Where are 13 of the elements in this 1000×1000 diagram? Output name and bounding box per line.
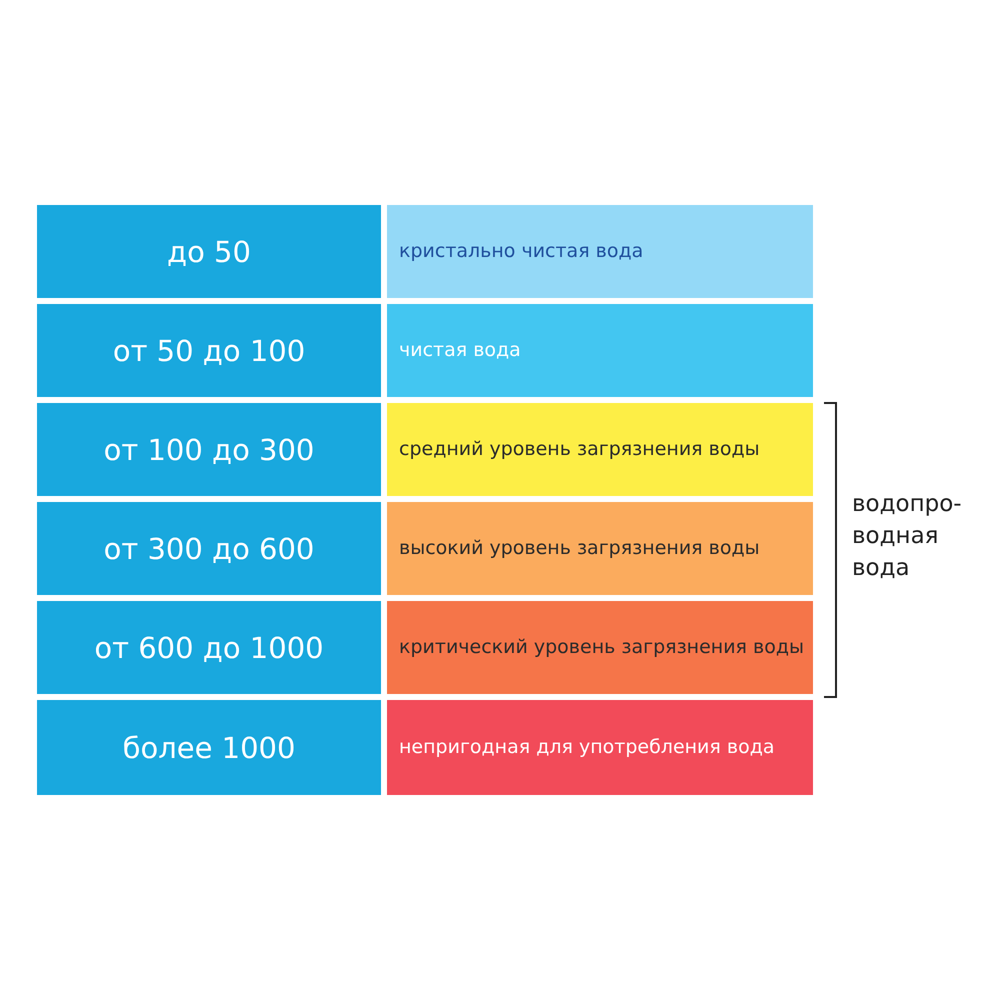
quality-cell: непригодная для употребления вода: [387, 700, 813, 795]
group-label: водопро-водная вода: [852, 490, 963, 584]
quality-cell: кристально чистая вода: [387, 205, 813, 298]
range-cell: от 50 до 100: [37, 304, 381, 397]
quality-cell: высокий уровень загрязнения воды: [387, 502, 813, 595]
range-cell: до 50: [37, 205, 381, 298]
range-cell: от 100 до 300: [37, 403, 381, 496]
quality-cell: критический уровень загрязнения воды: [387, 601, 813, 694]
range-cell: от 300 до 600: [37, 502, 381, 595]
range-cell: более 1000: [37, 700, 381, 795]
quality-cell: средний уровень загрязнения воды: [387, 403, 813, 496]
range-cell: от 600 до 1000: [37, 601, 381, 694]
quality-cell: чистая вода: [387, 304, 813, 397]
